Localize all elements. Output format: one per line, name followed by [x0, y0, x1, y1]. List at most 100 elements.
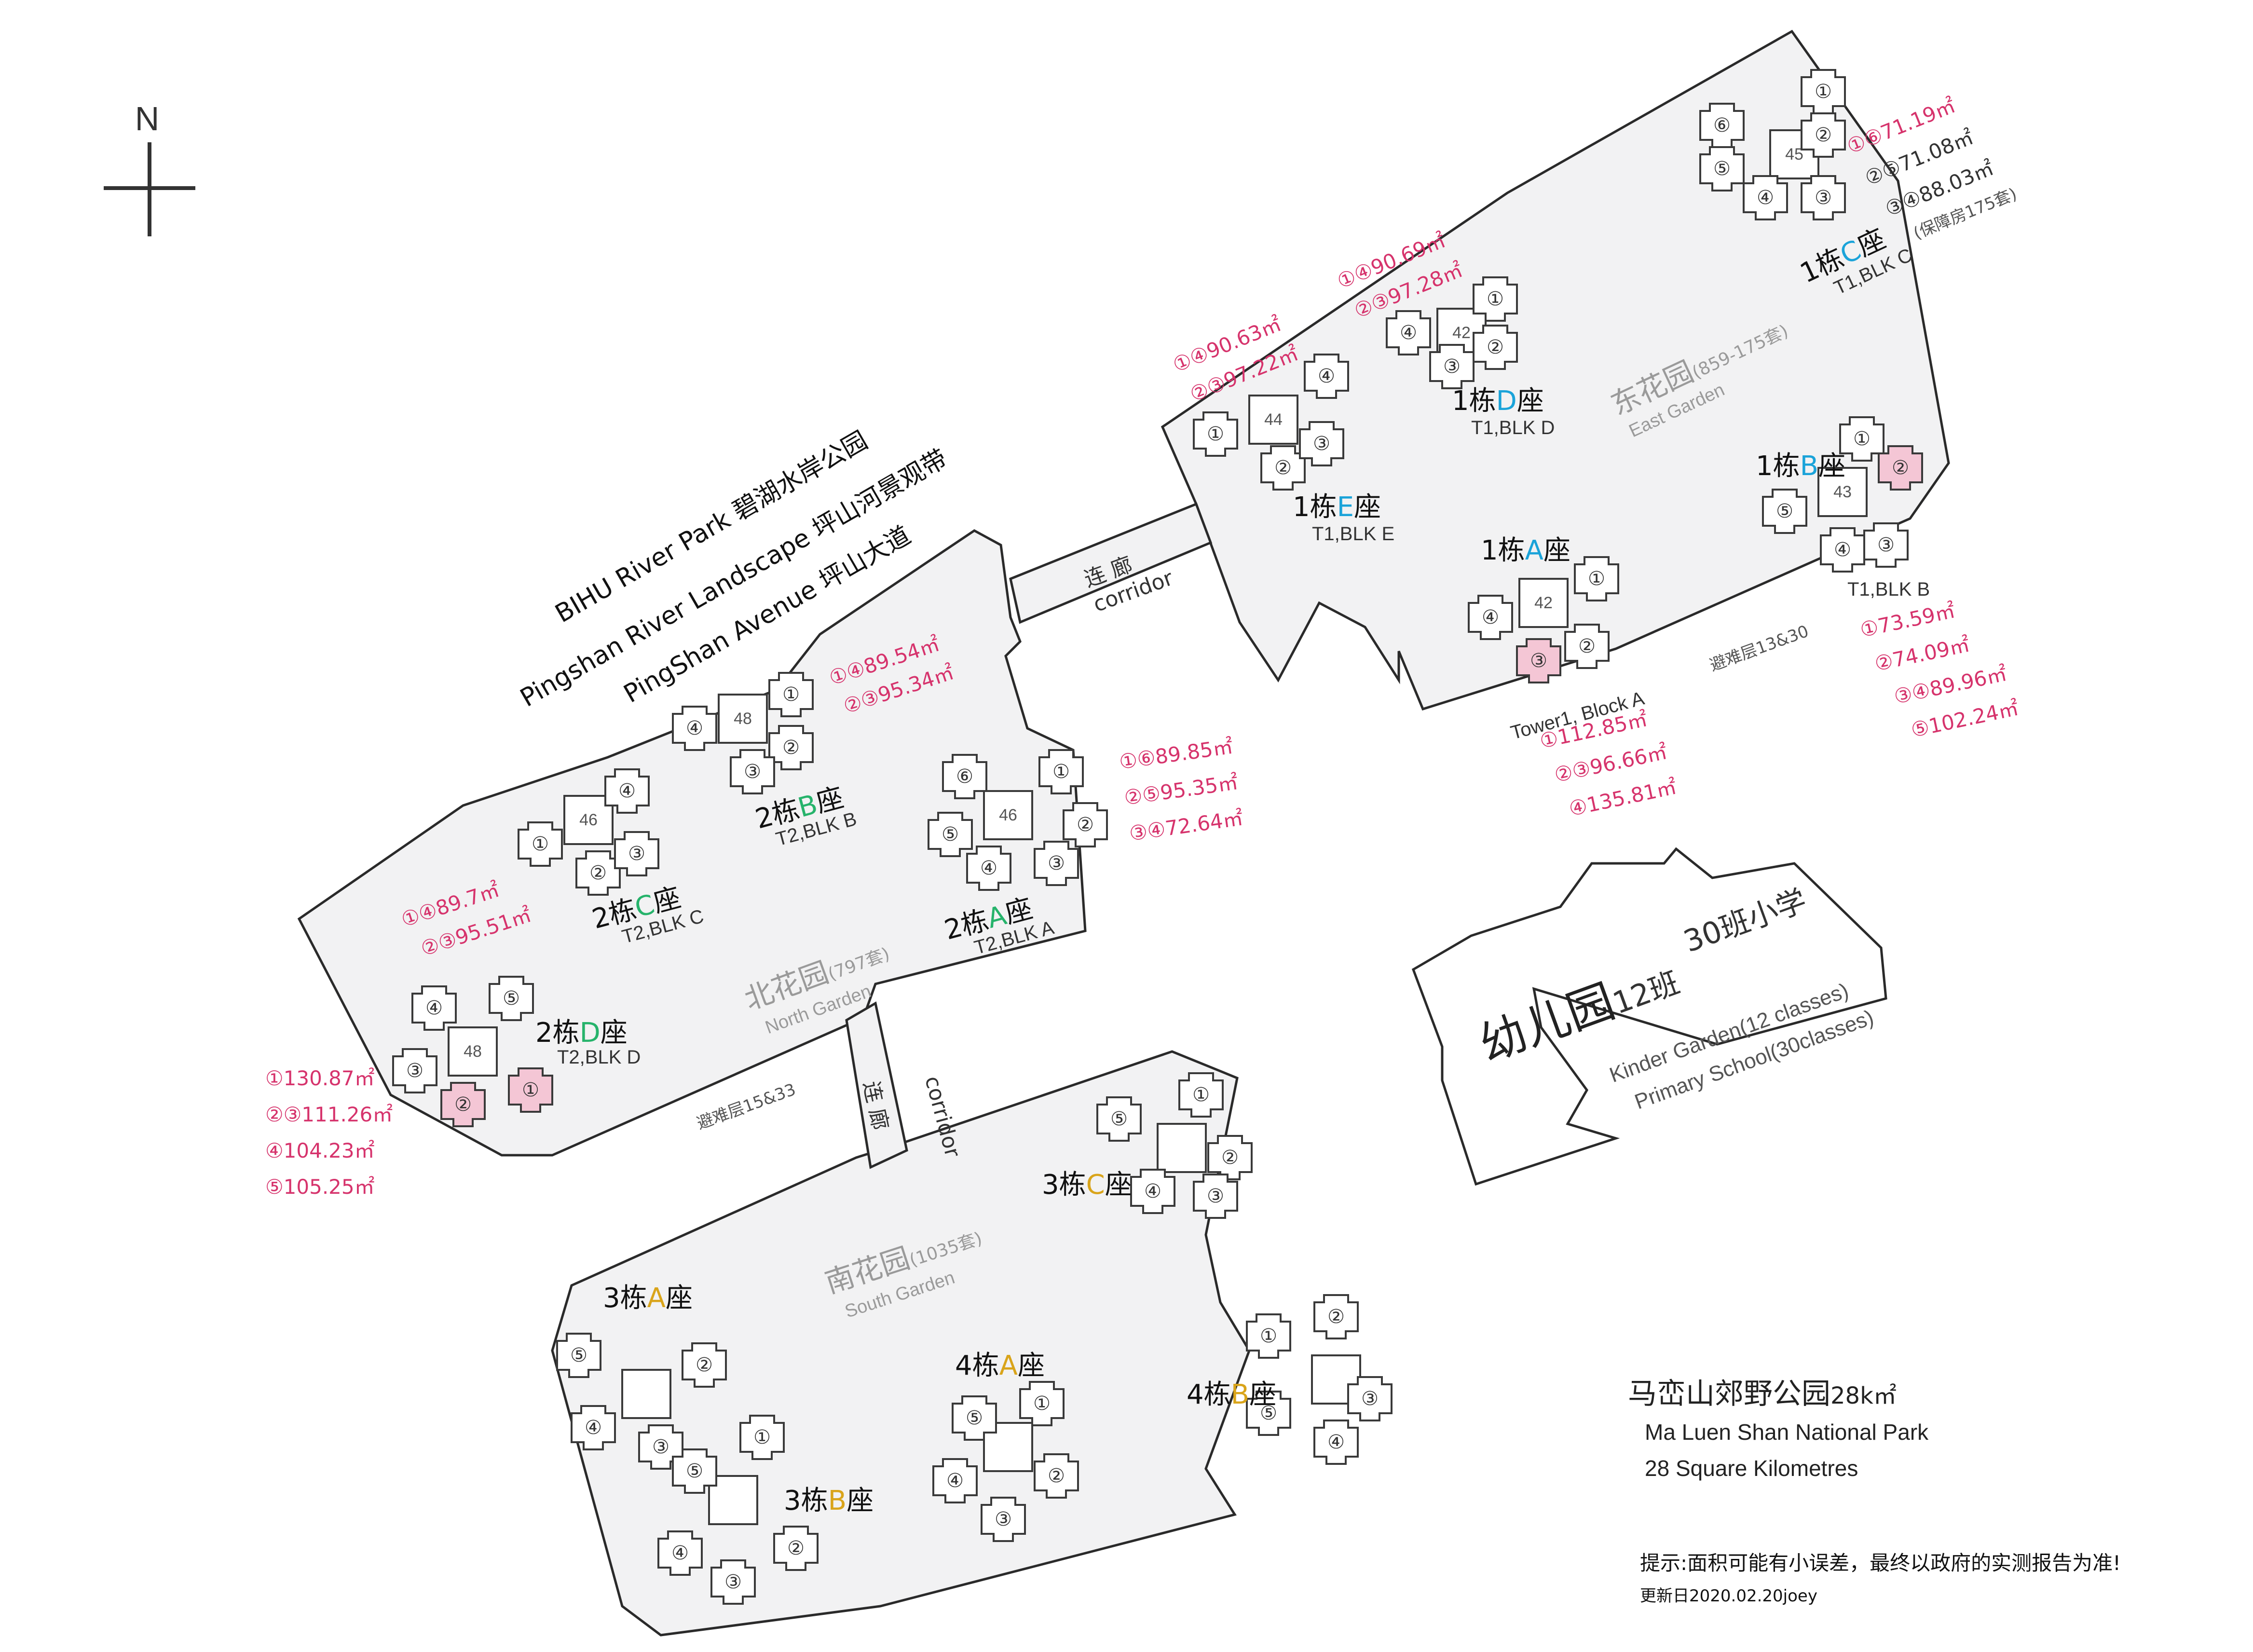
unit-t4a-3	[981, 1497, 1026, 1542]
unit-number-t1a-2: ②	[1578, 635, 1596, 657]
unit-number-t4a-1: ①	[1033, 1393, 1051, 1415]
unit-t2d-2	[440, 1082, 486, 1127]
north-refuge-floor: 避难层15&33	[694, 1080, 798, 1133]
building-t3b-label: 3栋B座	[784, 1485, 874, 1516]
unit-t1b-3	[1863, 522, 1909, 568]
core-t2a	[983, 790, 1033, 840]
unit-t1d-3	[1429, 344, 1475, 389]
unit-number-t3c-1: ①	[1192, 1084, 1210, 1106]
building-t4b-label: 4栋B座	[1187, 1379, 1276, 1410]
unit-t1c-6	[1699, 103, 1745, 148]
unit-number-t3b-5: ⑤	[686, 1460, 703, 1482]
unit-t4b-5	[1246, 1391, 1291, 1436]
unit-number-t3b-3: ③	[724, 1571, 742, 1593]
national-park-label: 马峦山郊野公园28k㎡ Ma Luen Shan National Park 2…	[1628, 1377, 1929, 1481]
unit-t2c-4	[604, 768, 650, 814]
unit-number-t3a-2: ②	[696, 1354, 713, 1376]
unit-t2a-1	[1038, 749, 1084, 794]
unit-number-t1c-3: ③	[1815, 187, 1832, 209]
unit-t3b-3	[710, 1559, 756, 1605]
unit-number-t1d-2: ②	[1487, 336, 1504, 358]
north-label: N	[135, 100, 160, 137]
unit-number-t1e-3: ③	[1313, 433, 1330, 455]
svg-text:T1,BLK D: T1,BLK D	[1471, 417, 1555, 438]
svg-text:②74.09㎡: ②74.09㎡	[1872, 633, 1972, 676]
svg-text:⑤102.24㎡: ⑤102.24㎡	[1909, 696, 2021, 742]
floor-count-t2a: 46	[999, 806, 1017, 824]
unit-number-t2b-1: ①	[782, 683, 800, 706]
unit-number-t1a-3: ③	[1530, 650, 1547, 672]
unit-t2b-3	[730, 749, 775, 794]
svg-text:1栋A座: 1栋A座	[1481, 535, 1570, 566]
unit-number-t1e-1: ①	[1207, 423, 1224, 445]
floor-count-t1d: 42	[1452, 324, 1471, 342]
unit-number-t1a-1: ①	[1588, 568, 1605, 590]
svg-text:④135.81㎡: ④135.81㎡	[1567, 775, 1679, 821]
unit-number-t1c-2: ②	[1815, 124, 1832, 146]
unit-t1a-1	[1574, 556, 1619, 601]
unit-t1e-2	[1260, 445, 1306, 491]
unit-number-t4a-4: ④	[946, 1470, 964, 1492]
svg-text:②③111.26㎡: ②③111.26㎡	[265, 1103, 393, 1126]
unit-number-t4b-4: ④	[1327, 1431, 1345, 1453]
lower-corridor	[845, 1001, 908, 1169]
unit-t2c-1	[518, 821, 563, 867]
unit-number-t1a-4: ④	[1482, 606, 1499, 628]
unit-t2d-1	[508, 1067, 553, 1113]
unit-t1a-2	[1564, 624, 1610, 669]
unit-t3c-1	[1178, 1072, 1224, 1118]
svg-text:③④72.64㎡: ③④72.64㎡	[1128, 806, 1244, 846]
svg-text:Ma Luen Shan National Park: Ma Luen Shan National Park	[1645, 1420, 1929, 1445]
floor-count-t2c: 46	[579, 811, 598, 829]
building-t4a-label: 4栋A座	[955, 1350, 1045, 1381]
unit-t1b-2	[1878, 445, 1923, 491]
svg-text:⑤105.25㎡: ⑤105.25㎡	[265, 1175, 375, 1199]
floor-count-t1e: 44	[1264, 410, 1283, 429]
core-t1b	[1817, 467, 1868, 517]
core-t3c	[1157, 1123, 1207, 1173]
unit-t1d-2	[1473, 325, 1518, 370]
svg-text:②⑤95.35㎡: ②⑤95.35㎡	[1123, 770, 1240, 810]
building-units: 45①②③④⑤⑥42①②③④44①②③④43①②③④⑤42①②③④48①②③④4…	[392, 69, 1923, 1605]
core-t1a	[1518, 578, 1569, 628]
unit-number-t2a-3: ③	[1048, 852, 1065, 874]
unit-t2b-4	[672, 706, 717, 751]
east-refuge-floor: 避难层13&30	[1707, 622, 1811, 675]
floor-count-t1a: 42	[1534, 594, 1553, 612]
upper-corridor	[1009, 502, 1213, 624]
unit-number-t1c-6: ⑥	[1713, 114, 1731, 137]
unit-t3b-2	[773, 1526, 819, 1571]
unit-number-t2a-1: ①	[1052, 761, 1070, 783]
unit-t4b-3	[1347, 1376, 1393, 1421]
core-t2d	[448, 1026, 498, 1077]
unit-t3b-4	[657, 1530, 703, 1576]
unit-number-t2a-2: ②	[1077, 814, 1094, 836]
unit-number-t1b-4: ④	[1834, 539, 1851, 561]
unit-t4a-2	[1034, 1453, 1079, 1499]
unit-number-t2c-2: ②	[589, 862, 607, 884]
building-t3a-label: 3栋A座	[603, 1283, 693, 1314]
unit-t1e-4	[1304, 354, 1349, 399]
unit-number-t2c-3: ③	[628, 843, 645, 865]
unit-number-t2d-3: ③	[406, 1060, 423, 1082]
svg-text:④104.23㎡: ④104.23㎡	[265, 1139, 375, 1162]
unit-t2a-3	[1034, 841, 1079, 886]
building-t1e-label: 1栋E座 T1,BLK E	[1293, 492, 1394, 545]
unit-t3c-2	[1207, 1135, 1253, 1180]
areas-t2a: ①⑥89.85㎡ ②⑤95.35㎡ ③④72.64㎡	[1118, 735, 1244, 846]
core-t3b	[708, 1475, 758, 1525]
svg-text:1栋D座: 1栋D座	[1452, 385, 1544, 417]
unit-t2b-2	[768, 725, 814, 770]
unit-number-t4a-5: ⑤	[966, 1407, 983, 1429]
unit-t1d-1	[1473, 276, 1518, 322]
unit-number-t1c-5: ⑤	[1713, 158, 1731, 180]
unit-number-t1d-3: ③	[1443, 355, 1461, 378]
